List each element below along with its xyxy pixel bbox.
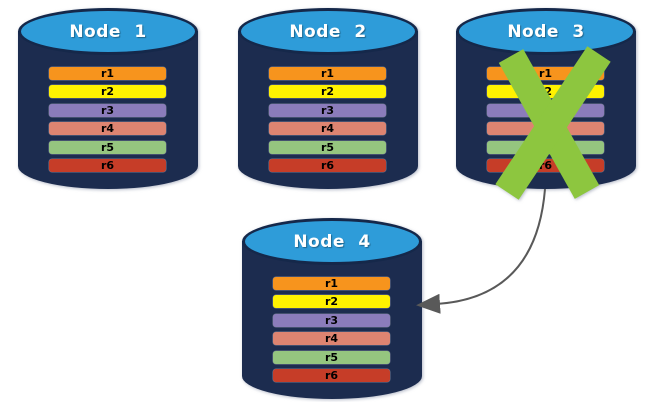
node-4-cylinder: r1 r2 r3 r4 r5 r6 Node 4 — [242, 218, 422, 400]
replica-row: r4 — [269, 122, 386, 136]
replica-row: r5 — [269, 140, 386, 154]
replica-row: r5 — [49, 140, 166, 154]
replica-row: r3 — [269, 103, 386, 117]
replica-row: r2 — [273, 295, 390, 309]
cylinder-top: Node 4 — [242, 218, 422, 265]
replica-row: r4 — [49, 122, 166, 136]
node-label: Node 1 — [69, 21, 147, 42]
node-3-cylinder: r1 r2 r3 r4 r5 r6 Node 3 — [456, 8, 636, 200]
node-label: Node 3 — [507, 21, 585, 42]
replica-row: r4 — [273, 332, 390, 346]
replica-rows: r1 r2 r3 r4 r5 r6 — [273, 277, 390, 387]
replica-row: r1 — [49, 67, 166, 80]
replica-row: r1 — [269, 67, 386, 80]
replica-row: r2 — [49, 85, 166, 99]
cylinder-top: Node 3 — [456, 8, 636, 55]
node-label: Node 4 — [293, 231, 371, 252]
replica-row: r1 — [273, 277, 390, 290]
replica-row: r2 — [269, 85, 386, 99]
replica-row: r5 — [273, 350, 390, 364]
cylinder-top: Node 1 — [18, 8, 198, 55]
node-label: Node 2 — [289, 21, 367, 42]
node-1-cylinder: r1 r2 r3 r4 r5 r6 Node 1 — [18, 8, 198, 190]
replica-row: r6 — [273, 368, 390, 382]
replica-row: r6 — [49, 158, 166, 172]
replica-rows: r1 r2 r3 r4 r5 r6 — [269, 67, 386, 177]
node-2-cylinder: r1 r2 r3 r4 r5 r6 Node 2 — [238, 8, 418, 190]
replica-row: r6 — [269, 158, 386, 172]
replica-rows: r1 r2 r3 r4 r5 r6 — [49, 67, 166, 177]
replica-row: r3 — [273, 313, 390, 327]
failure-x-icon — [495, 46, 611, 200]
replica-row: r3 — [49, 103, 166, 117]
cylinder-top: Node 2 — [238, 8, 418, 55]
